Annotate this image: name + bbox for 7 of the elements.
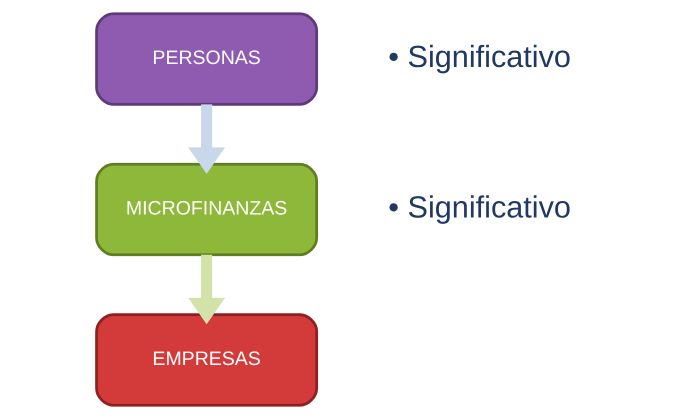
node-box: PERSONAS [95, 12, 318, 106]
node-label: • Significativo [388, 190, 571, 224]
arrow [188, 254, 226, 324]
node-box: MICROFINANZAS [95, 162, 318, 256]
node-label: • Significativo [388, 40, 571, 74]
node-box: EMPRESAS [95, 313, 318, 407]
arrow [188, 104, 226, 174]
